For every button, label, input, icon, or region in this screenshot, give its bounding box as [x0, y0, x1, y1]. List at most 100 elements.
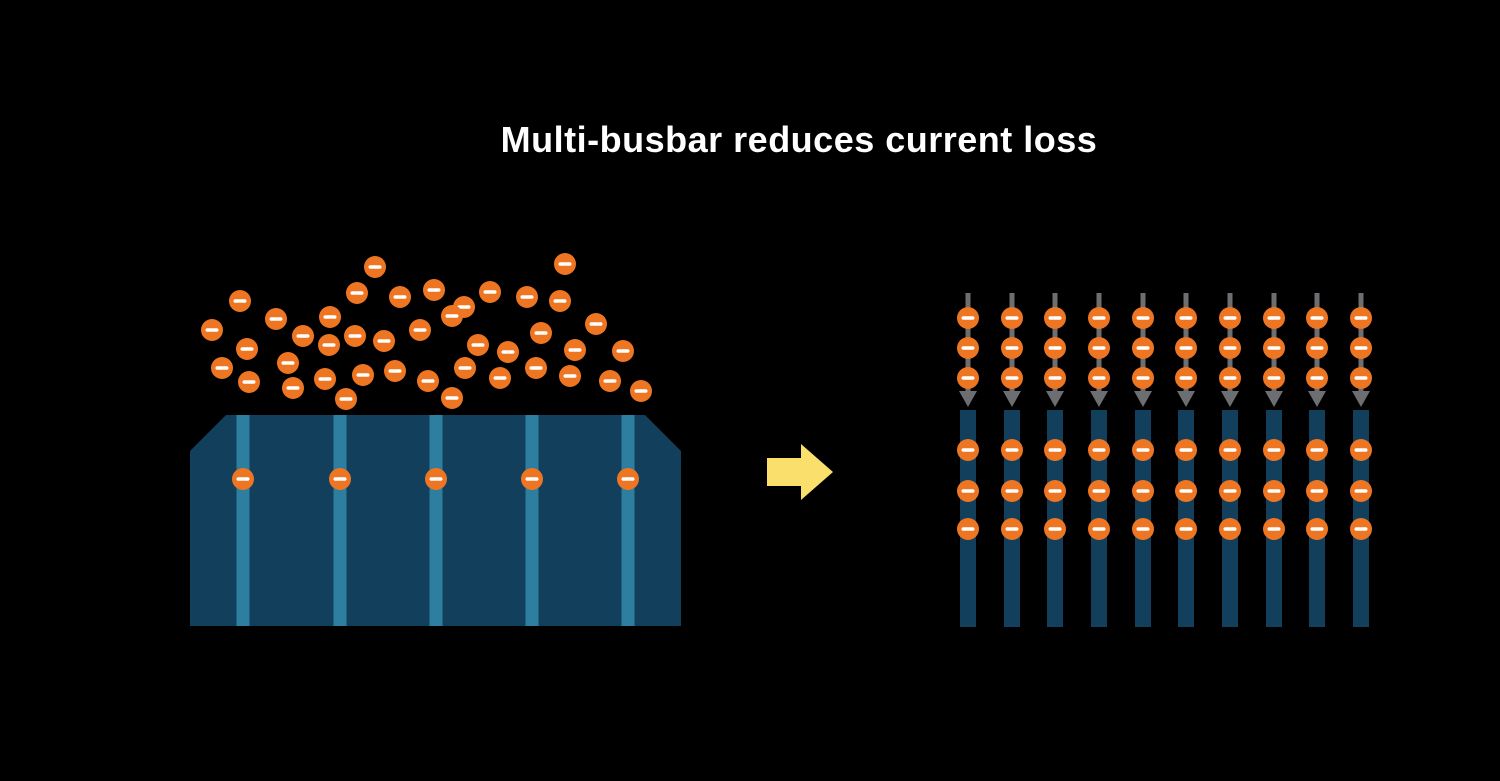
busbar-electron	[617, 468, 639, 490]
minus-icon	[457, 305, 471, 309]
free-electron	[516, 286, 538, 308]
free-electron	[549, 290, 571, 312]
free-electron	[335, 388, 357, 410]
minus-icon	[427, 288, 441, 292]
minus-icon	[322, 343, 336, 347]
minus-icon	[1092, 346, 1106, 350]
free-electron	[409, 319, 431, 341]
free-electron	[292, 325, 314, 347]
collected-electron	[957, 480, 979, 502]
minus-icon	[1092, 448, 1106, 452]
minus-icon	[318, 377, 332, 381]
minus-icon	[1136, 527, 1150, 531]
incoming-electron	[1306, 307, 1328, 329]
free-electron	[564, 339, 586, 361]
incoming-electron	[1263, 307, 1285, 329]
incoming-electron	[1219, 307, 1241, 329]
flow-arrow-head-icon	[1265, 391, 1283, 407]
free-electron	[525, 357, 547, 379]
minus-icon	[1048, 527, 1062, 531]
minus-icon	[961, 489, 975, 493]
diagram-title: Multi-busbar reduces current loss	[500, 119, 1098, 160]
minus-icon	[1005, 346, 1019, 350]
minus-icon	[961, 346, 975, 350]
free-electron	[346, 282, 368, 304]
minus-icon	[534, 331, 548, 335]
minus-icon	[1310, 448, 1324, 452]
minus-icon	[348, 334, 362, 338]
minus-icon	[356, 373, 370, 377]
minus-icon	[1267, 376, 1281, 380]
flow-arrow-head-icon	[1003, 391, 1021, 407]
minus-icon	[1223, 316, 1237, 320]
collected-electron	[1132, 518, 1154, 540]
minus-icon	[350, 291, 364, 295]
minus-icon	[1136, 448, 1150, 452]
flow-arrow-head-icon	[1090, 391, 1108, 407]
collected-electron	[1350, 480, 1372, 502]
minus-icon	[388, 369, 402, 373]
minus-icon	[339, 397, 353, 401]
free-electron	[236, 338, 258, 360]
incoming-electron	[1132, 307, 1154, 329]
free-electron	[417, 370, 439, 392]
minus-icon	[1223, 448, 1237, 452]
collected-electron	[1350, 439, 1372, 461]
minus-icon	[634, 389, 648, 393]
free-electron	[489, 367, 511, 389]
busbar-electron	[232, 468, 254, 490]
busbar-stripe	[236, 415, 250, 626]
minus-icon	[1179, 448, 1193, 452]
free-electron	[630, 380, 652, 402]
collected-electron	[1088, 439, 1110, 461]
incoming-electron	[1175, 367, 1197, 389]
collected-electron	[1306, 518, 1328, 540]
minus-icon	[1092, 376, 1106, 380]
minus-icon	[240, 347, 254, 351]
free-electron	[364, 256, 386, 278]
minus-icon	[1354, 376, 1368, 380]
incoming-electron	[1132, 337, 1154, 359]
incoming-electron	[1088, 307, 1110, 329]
minus-icon	[281, 361, 295, 365]
flow-arrow-head-icon	[1308, 391, 1326, 407]
minus-icon	[1310, 489, 1324, 493]
free-electron	[554, 253, 576, 275]
transition-arrow-icon	[767, 444, 833, 500]
minus-icon	[1005, 527, 1019, 531]
incoming-electron	[1088, 337, 1110, 359]
minus-icon	[1223, 489, 1237, 493]
minus-icon	[393, 295, 407, 299]
busbar-electron	[329, 468, 351, 490]
minus-icon	[501, 350, 515, 354]
collected-electron	[1001, 480, 1023, 502]
incoming-electron	[1350, 337, 1372, 359]
minus-icon	[1267, 346, 1281, 350]
incoming-electron	[1306, 337, 1328, 359]
minus-icon	[1136, 489, 1150, 493]
minus-icon	[1310, 346, 1324, 350]
free-electron	[389, 286, 411, 308]
minus-icon	[1136, 346, 1150, 350]
minus-icon	[1267, 489, 1281, 493]
busbar-electron	[425, 468, 447, 490]
minus-icon	[621, 477, 635, 481]
flow-arrow-head-icon	[1134, 391, 1152, 407]
minus-icon	[1267, 448, 1281, 452]
collected-electron	[1175, 480, 1197, 502]
collected-electron	[1088, 480, 1110, 502]
collected-electron	[1263, 439, 1285, 461]
flow-arrow-head-icon	[1221, 391, 1239, 407]
collected-electron	[1219, 480, 1241, 502]
minus-icon	[1310, 376, 1324, 380]
minus-icon	[215, 366, 229, 370]
minus-icon	[458, 366, 472, 370]
minus-icon	[520, 295, 534, 299]
minus-icon	[563, 374, 577, 378]
incoming-electron	[1175, 307, 1197, 329]
minus-icon	[445, 396, 459, 400]
incoming-electron	[1219, 367, 1241, 389]
free-electron	[319, 306, 341, 328]
minus-icon	[471, 343, 485, 347]
